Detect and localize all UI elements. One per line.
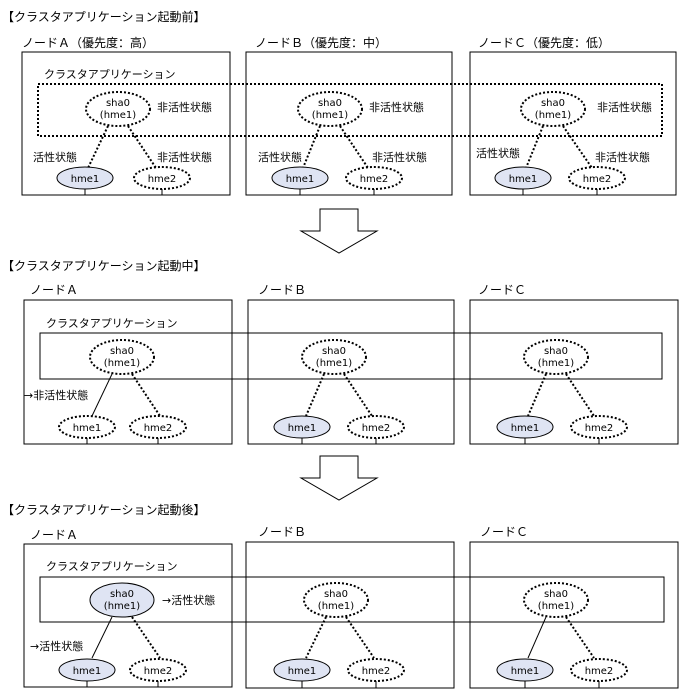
svg-text:hme1: hme1 [73,666,102,677]
stage-title-after: 【クラスタアプリケーション起動後】 [2,503,206,517]
hme1-state-a-starting: →非活性状態 [24,388,88,402]
node-a-label-starting: ノードＡ [30,283,78,297]
svg-text:hme1: hme1 [511,423,540,434]
node-a-label-before: ノードＡ（優先度：高） [22,35,154,50]
stage-title-before: 【クラスタアプリケーション起動前】 [2,9,206,24]
svg-text:sha0: sha0 [106,98,130,109]
svg-text:hme1: hme1 [288,666,317,677]
hme1-state-b-before: 活性状態 [258,150,302,164]
svg-text:hme2: hme2 [362,423,391,434]
node-b-label-starting: ノードＢ [258,283,306,297]
svg-text:hme2: hme2 [144,423,173,434]
svg-text:hme2: hme2 [148,174,177,185]
transition-arrow-1 [299,208,379,254]
hme1-state-a-before: 活性状態 [33,150,77,164]
node-c-label-before: ノードＣ（優先度：低） [478,35,610,50]
svg-text:hme1: hme1 [286,174,315,185]
svg-text:hme1: hme1 [511,666,540,677]
cluster-app-label-before: クラスタアプリケーション [44,68,176,81]
sha0-interface-c-after [523,582,589,618]
sha0-interface-a-starting [89,339,155,375]
svg-text:hme2: hme2 [585,666,614,677]
node-a-box-before [21,51,231,196]
svg-text:(hme1): (hme1) [104,601,140,612]
hme2-state-b-before: 非活性状態 [372,150,427,164]
sha0-interface-a-after [89,582,155,618]
svg-text:hme1: hme1 [509,174,538,185]
node-c-box-starting [469,299,679,445]
svg-text:(hme1): (hme1) [318,601,354,612]
cluster-app-box-starting [39,332,663,380]
svg-text:sha0: sha0 [544,346,568,357]
node-b-label-before: ノードＢ（優先度：中） [255,35,387,50]
sha0-interface-a-before [85,91,151,127]
hme2-state-c-before: 非活性状態 [595,150,650,164]
svg-text:(hme1): (hme1) [312,110,348,121]
svg-text:hme1: hme1 [288,423,317,434]
node-c-box-after [469,541,679,689]
node-c-label-after: ノードＣ [480,525,528,539]
svg-text:(hme1): (hme1) [535,110,571,121]
node-b-box-starting [247,299,455,445]
svg-text:sha0: sha0 [541,98,565,109]
svg-text:sha0: sha0 [544,589,568,600]
svg-text:hme2: hme2 [362,666,391,677]
node-b-box-before [245,51,453,196]
cluster-app-box-before [37,83,663,137]
hme1-state-c-before: 活性状態 [476,146,520,160]
sha0-state-a-before: 非活性状態 [157,100,212,114]
transition-arrow-2 [299,455,379,501]
sha0-interface-b-before [297,91,363,127]
node-a-label-after: ノードＡ [30,528,78,542]
sha0-state-b-before: 非活性状態 [369,100,424,114]
svg-text:sha0: sha0 [110,346,134,357]
svg-text:hme1: hme1 [73,423,102,434]
node-c-label-starting: ノードＣ [478,283,526,297]
svg-text:hme2: hme2 [360,174,389,185]
svg-text:(hme1): (hme1) [316,358,352,369]
sha0-state-a-after: →活性状態 [162,593,215,607]
sha0-state-c-before: 非活性状態 [597,100,652,114]
svg-text:(hme1): (hme1) [100,110,136,121]
stage-title-starting: 【クラスタアプリケーション起動中】 [2,258,206,273]
svg-text:(hme1): (hme1) [538,358,574,369]
svg-text:(hme1): (hme1) [104,358,140,369]
svg-text:hme2: hme2 [585,423,614,434]
node-c-box-before [469,51,677,196]
svg-text:sha0: sha0 [324,589,348,600]
node-b-box-after [245,541,455,689]
svg-text:sha0: sha0 [110,589,134,600]
cluster-app-label-after: クラスタアプリケーション [46,560,178,573]
svg-text:hme2: hme2 [583,174,612,185]
svg-text:hme2: hme2 [144,666,173,677]
node-b-label-after: ノードＢ [258,525,306,539]
cluster-app-label-starting: クラスタアプリケーション [46,317,178,330]
node-a-box-after [23,543,233,688]
svg-text:sha0: sha0 [322,346,346,357]
cluster-app-box-after [39,576,665,623]
sha0-interface-b-after [303,582,369,618]
sha0-interface-c-before [520,91,586,127]
hme2-state-a-before: 非活性状態 [157,150,212,164]
node-a-box-starting [23,299,233,445]
sha0-interface-b-starting [301,339,367,375]
svg-text:sha0: sha0 [318,98,342,109]
hme1-state-a-after: →活性状態 [30,639,83,653]
sha0-interface-c-starting [523,339,589,375]
svg-text:hme1: hme1 [71,174,100,185]
svg-text:(hme1): (hme1) [538,601,574,612]
